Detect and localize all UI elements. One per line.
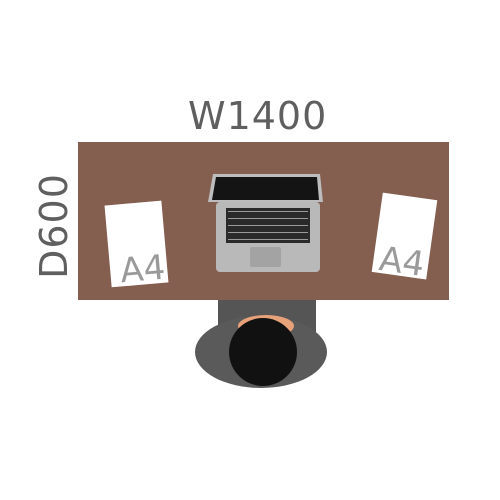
left-paper-label: A4 [119,248,167,292]
right-a4-paper: A4 [371,192,438,285]
left-a4-paper: A4 [104,200,169,292]
person-top-view-icon [229,315,297,386]
width-dimension-label: W1400 [188,94,328,138]
laptop-icon [208,174,323,272]
right-paper-label: A4 [377,239,427,285]
head-hair [229,318,297,386]
